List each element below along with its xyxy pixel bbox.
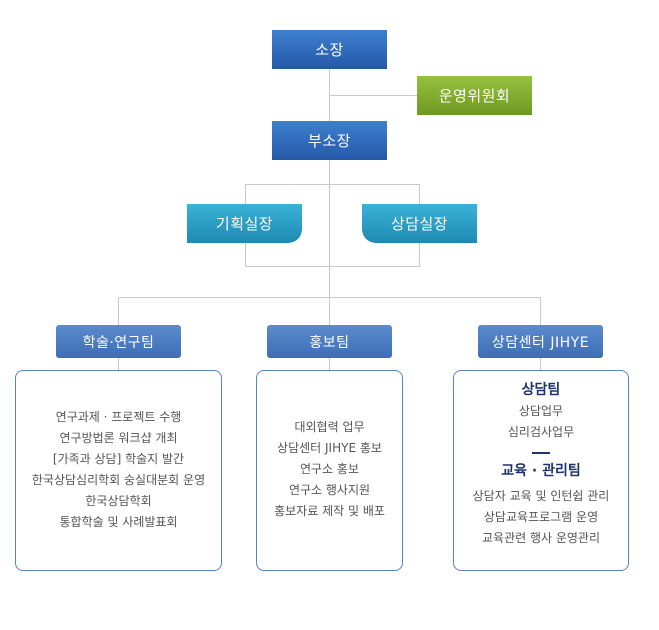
connector-deputy-down <box>329 160 330 297</box>
team-research-header: 학술·연구팀 <box>56 325 181 358</box>
team-pr-panel: 대외협력 업무 상담센터 JIHYE 홍보 연구소 홍보 연구소 행사지원 홍보… <box>256 370 403 571</box>
connector-team-left <box>118 297 119 325</box>
list-item: 상담자 교육 및 인턴쉽 관리 <box>472 489 610 503</box>
list-item: 심리검사업무 <box>507 425 575 439</box>
subteam-counseling-heading: 상담팀 <box>521 382 561 398</box>
list-item: 교육관련 행사 운영관리 <box>481 531 601 545</box>
team-pr-header: 홍보팀 <box>267 325 392 358</box>
connector-panel-right <box>540 358 541 370</box>
list-item: 통합학술 및 사례발표회 <box>59 515 178 529</box>
list-item: 상담센터 JIHYE 홍보 <box>277 441 382 455</box>
list-item: 한국상담학회 <box>85 494 152 508</box>
team-center-header: 상담센터 JIHYE <box>478 325 603 358</box>
list-item: 상담업무 <box>518 404 564 418</box>
team-research-panel: 연구과제 · 프로젝트 수행 연구방법론 워크샵 개최 [가족과 상담] 학술지… <box>15 370 222 571</box>
list-item: 홍보자료 제작 및 배포 <box>274 504 385 518</box>
connector-committee <box>329 95 418 96</box>
list-item: 상담교육프로그램 운영 <box>483 510 599 524</box>
list-item: [가족과 상담] 학술지 발간 <box>52 452 185 466</box>
connector-heads-top <box>245 184 419 185</box>
list-item: 연구과제 · 프로젝트 수행 <box>55 410 182 424</box>
counseling-head-box: 상담실장 <box>362 204 477 243</box>
connector-team-mid <box>329 297 330 325</box>
team-center-panel: 상담팀 상담업무 심리검사업무 교육 · 관리팀 상담자 교육 및 인턴쉽 관리… <box>453 370 629 571</box>
committee-box: 운영위원회 <box>417 76 532 115</box>
list-item: 연구방법론 워크샵 개최 <box>59 431 178 445</box>
list-item: 대외협력 업무 <box>294 420 365 434</box>
deputy-box: 부소장 <box>272 121 387 160</box>
connector-panel-left <box>118 358 119 370</box>
subteam-education-heading: 교육 · 관리팀 <box>501 463 581 479</box>
connector-panel-mid <box>329 358 330 370</box>
planning-head-box: 기획실장 <box>187 204 302 243</box>
director-box: 소장 <box>272 30 387 69</box>
list-item: 연구소 행사지원 <box>288 483 371 497</box>
connector-team-right <box>540 297 541 325</box>
list-item: 한국상담심리학회 숭실대분회 운영 <box>31 473 206 487</box>
list-item: 연구소 홍보 <box>299 462 359 476</box>
divider <box>532 452 550 454</box>
connector-heads-bottom <box>245 266 420 267</box>
